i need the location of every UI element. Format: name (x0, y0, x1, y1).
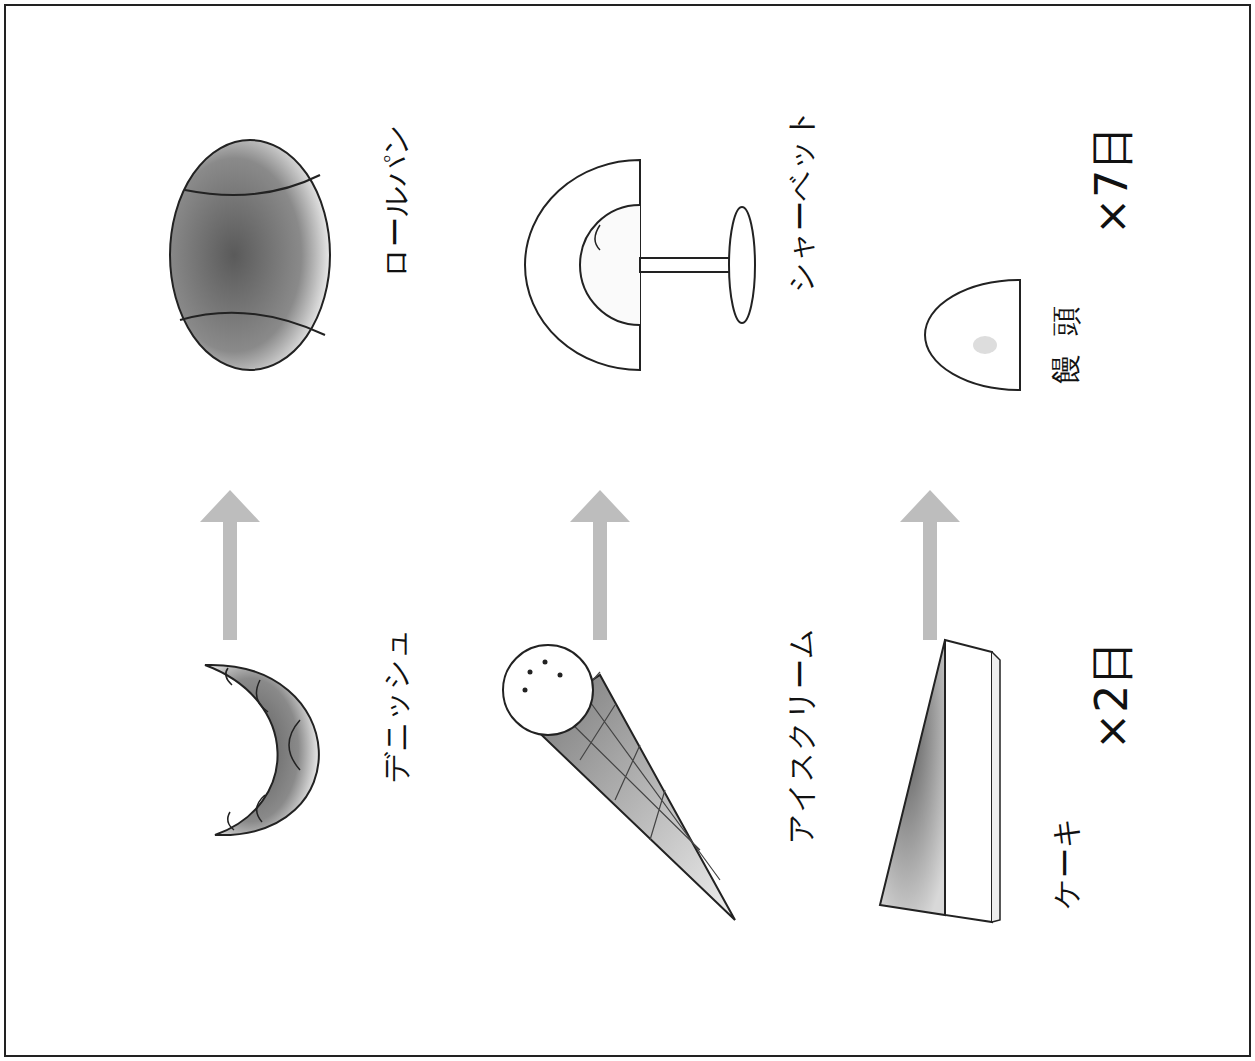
arrow-shaft (923, 520, 937, 640)
ice-cream-picture (503, 645, 735, 920)
food-item: デニッシュ (160, 650, 440, 950)
arrow-connector (570, 490, 630, 640)
food-name: デニッシュ (379, 628, 412, 783)
arrow-head (570, 490, 630, 522)
food-item: アイスクリーム (500, 650, 840, 950)
arrow-shaft (593, 520, 607, 640)
roll-bread-picture (170, 140, 330, 370)
food-name: アイスクリーム (784, 627, 817, 843)
page-frame (5, 5, 1250, 1056)
food-item: ロールパン (160, 110, 440, 480)
food-name: ロールパン (379, 123, 412, 277)
danish-picture (205, 665, 319, 835)
arrow-head (200, 490, 260, 522)
arrow-connector (900, 490, 960, 640)
arrow-head (900, 490, 960, 522)
days-multiplier: ×2日 (1088, 641, 1136, 750)
food-name: 饅頭 (1049, 287, 1082, 383)
arrow-connector (200, 490, 260, 640)
cake-picture (880, 640, 1000, 922)
sherbet-picture (525, 160, 755, 370)
food-name: ケーキ (1049, 816, 1082, 908)
food-name: シャーベット (784, 108, 817, 293)
days-multiplier: ×7日 (1088, 126, 1136, 235)
manju-picture (925, 280, 1020, 390)
food-item: シャーベット (500, 110, 840, 480)
arrow-shaft (223, 520, 237, 640)
